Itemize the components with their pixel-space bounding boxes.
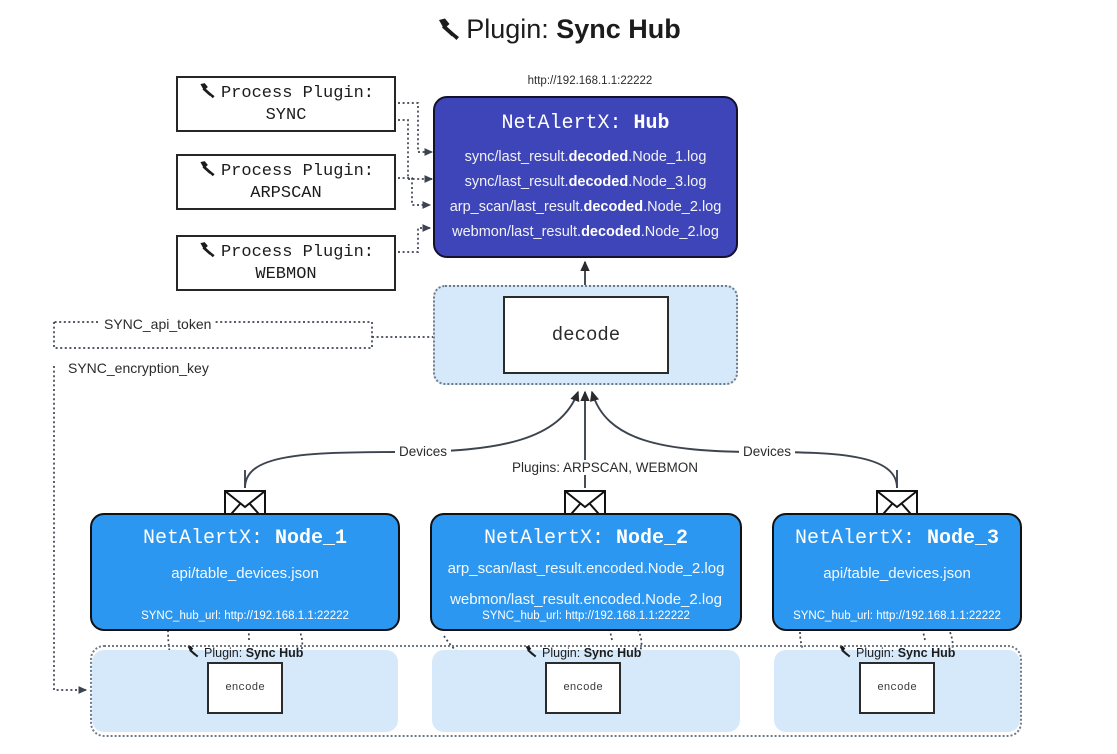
- process-plugin-arpscan[interactable]: Process Plugin: ARPSCAN: [176, 154, 396, 210]
- edge-sync-to-hub1: [398, 102, 434, 156]
- decode-box[interactable]: decode: [503, 296, 669, 374]
- edge-arpscan-to-hub: [398, 177, 432, 209]
- plug-icon: [186, 645, 200, 661]
- node-file-line: arp_scan/last_result.encoded.Node_2.log: [447, 560, 725, 577]
- edge-label-devices-left: Devices: [395, 444, 452, 459]
- plug-icon: [198, 160, 217, 184]
- node-file-line: webmon/last_result.encoded.Node_2.log: [450, 591, 722, 608]
- plug-icon: [198, 241, 217, 265]
- hub-file-row: sync/last_result.decoded.Node_1.log: [464, 149, 707, 165]
- encode-box-node1[interactable]: encode: [207, 662, 283, 714]
- process-plugin-webmon[interactable]: Process Plugin: WEBMON: [176, 235, 396, 291]
- hub-title: NetAlertX: Hub: [435, 112, 736, 135]
- edge-label-plugins: Plugins: ARPSCAN, WEBMON: [508, 460, 703, 475]
- edge-keys-to-bottom-strip: [53, 366, 88, 694]
- node-card-node2[interactable]: NetAlertX: Node_2 arp_scan/last_result.e…: [430, 513, 742, 631]
- edge-label-devices-right: Devices: [739, 444, 796, 459]
- hub-card[interactable]: NetAlertX: Hub sync/last_result.decoded.…: [433, 96, 738, 258]
- plug-icon: [838, 645, 852, 661]
- edge-sync-to-hub2: [398, 119, 434, 183]
- sync-encryption-key-label: SYNC_encryption_key: [64, 360, 213, 376]
- sync-hub-plugin-strip: [90, 645, 1022, 737]
- hub-file-row: webmon/last_result.decoded.Node_2.log: [452, 223, 719, 240]
- hub-file-row: arp_scan/last_result.decoded.Node_2.log: [449, 198, 722, 215]
- process-plugin-label: Process Plugin:: [220, 83, 375, 103]
- node-card-node1[interactable]: NetAlertX: Node_1 api/table_devices.json…: [90, 513, 400, 631]
- node-hub-url: SYNC_hub_url: http://192.168.1.1:22222: [793, 610, 1001, 622]
- process-plugin-label: Process Plugin:: [220, 242, 375, 262]
- process-plugin-name: ARPSCAN: [250, 184, 322, 203]
- encoder-caption-node1: Plugin: Sync Hub: [186, 645, 303, 661]
- process-plugin-sync[interactable]: Process Plugin: SYNC: [176, 76, 396, 132]
- node-title: NetAlertX: Node_2: [483, 527, 689, 550]
- node-title: NetAlertX: Node_1: [142, 527, 348, 550]
- hub-file-row: sync/last_result.decoded.Node_3.log: [464, 173, 707, 190]
- process-plugin-label: Process Plugin:: [220, 161, 375, 181]
- node-card-node3[interactable]: NetAlertX: Node_3 api/table_devices.json…: [772, 513, 1022, 631]
- plug-icon: [524, 645, 538, 661]
- sync-api-token-label: SYNC_api_token: [100, 316, 216, 332]
- title-name: Sync Hub: [556, 14, 681, 44]
- encode-box-node3[interactable]: encode: [859, 662, 935, 714]
- edge-webmon-to-hub: [398, 224, 432, 253]
- hub-url-label: http://192.168.1.1:22222: [527, 75, 653, 87]
- encoder-caption-node2: Plugin: Sync Hub: [524, 645, 641, 661]
- node-title: NetAlertX: Node_3: [794, 527, 1000, 550]
- node-file-line: api/table_devices.json: [171, 565, 319, 582]
- title-prefix: Plugin:: [466, 14, 549, 44]
- hub-title-name: Hub: [633, 112, 670, 135]
- page-title: Plugin: Sync Hub: [0, 14, 1117, 48]
- process-plugin-name: WEBMON: [255, 265, 317, 284]
- node-hub-url: SYNC_hub_url: http://192.168.1.1:22222: [141, 610, 349, 622]
- process-plugin-name: SYNC: [265, 106, 307, 125]
- plug-icon: [198, 82, 217, 106]
- plug-icon: [436, 17, 462, 48]
- node-file-line: api/table_devices.json: [823, 565, 971, 582]
- hub-title-prefix: NetAlertX:: [501, 112, 622, 135]
- encoder-caption-node3: Plugin: Sync Hub: [838, 645, 955, 661]
- node-hub-url: SYNC_hub_url: http://192.168.1.1:22222: [482, 610, 690, 622]
- encode-box-node2[interactable]: encode: [545, 662, 621, 714]
